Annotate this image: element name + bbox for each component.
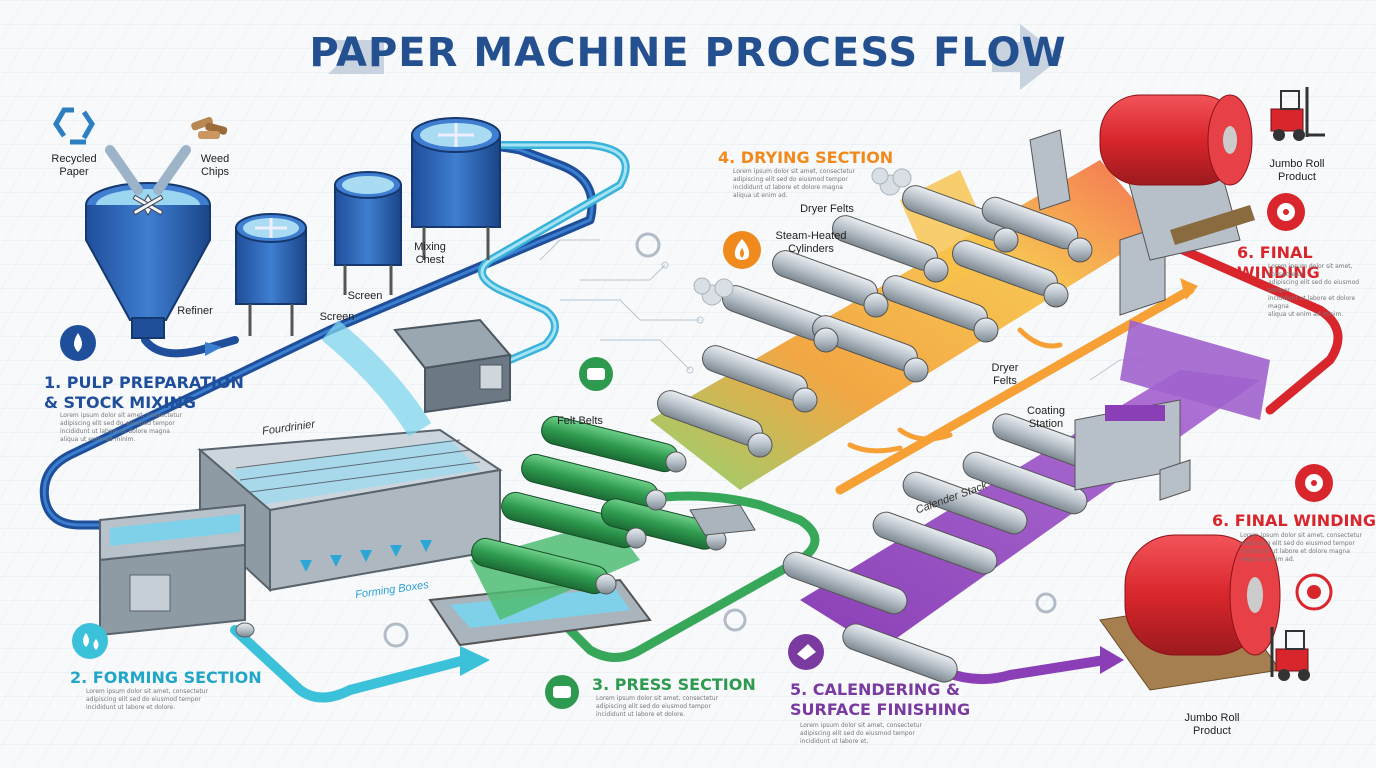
step-6-title-top: 6. FINAL WINDING — [1237, 243, 1320, 282]
step-1-description: Lorem ipsum dolor sit amet, consectetur … — [60, 412, 183, 443]
step-2-description: Lorem ipsum dolor sit amet, consectetur … — [86, 688, 209, 711]
pulper-hopper — [85, 145, 211, 339]
flame-icon — [723, 231, 761, 269]
label-dryer-felts-bottom: Dryer Felts — [991, 362, 1019, 387]
title-arrow-right — [992, 24, 1062, 90]
circuit-lines — [539, 239, 1250, 621]
jumbo-roll-bottom — [1099, 534, 1281, 691]
screen-tank-2 — [334, 171, 402, 295]
flow-arrowhead — [460, 646, 490, 676]
recycle-icon — [53, 107, 95, 145]
fourdrinier-wire — [99, 320, 503, 638]
label-screen-2: Screen — [347, 290, 383, 302]
mixing-chest-tank — [411, 117, 501, 260]
flow-arrowhead — [205, 342, 222, 356]
drying-section — [650, 129, 1166, 490]
page-title: PAPER MACHINE PROCESS FLOW — [309, 30, 1067, 76]
label-steam-cylinders: Steam-Heated Cylinders — [775, 230, 847, 255]
gear-icon — [383, 232, 1057, 648]
headbox — [393, 318, 512, 414]
wood-chips-icon — [191, 116, 228, 139]
label-refiner: Refiner — [177, 305, 213, 317]
step-4-title: 4. DRYING SECTION — [718, 148, 894, 167]
felt-icon — [579, 357, 613, 391]
press-section — [428, 415, 756, 647]
label-recycled-paper: Recycled Paper — [51, 153, 97, 178]
label-coating-station: Coating Station — [1027, 405, 1065, 430]
jumbo-roll-top — [1099, 94, 1255, 261]
roll-icon — [1295, 464, 1333, 502]
step-1-title: 1. PULP PREPARATION & STOCK MIXING — [44, 373, 244, 412]
label-mixing-chest: Mixing Chest — [414, 241, 446, 266]
step-6-description-top: Lorem ipsum dolor sit amet, consectetur … — [1268, 263, 1360, 318]
step-5-title: 5. CALENDERING & SURFACE FINISHING — [790, 680, 971, 719]
step-6-description-bottom: Lorem ipsum dolor sit amet, consectetur … — [1240, 532, 1363, 563]
label-wood-chips: Weed Chips — [200, 153, 230, 178]
forklift-icon — [1270, 627, 1310, 681]
step-6-title-bottom: 6. FINAL WINDING — [1212, 511, 1376, 530]
label-dryer-felts-top: Dryer Felts — [800, 203, 854, 215]
roll-icon — [1267, 193, 1305, 231]
steam-icon — [693, 167, 912, 306]
sheet-icon — [788, 634, 824, 670]
flow-arrowhead — [1100, 646, 1124, 674]
step-2-title: 2. FORMING SECTION — [70, 668, 262, 687]
calender-section — [782, 320, 1270, 683]
label-felt-belts: Felt Belts — [557, 415, 603, 427]
screen-tank-1 — [235, 213, 307, 336]
roll-icon — [1295, 573, 1333, 611]
flow-arrowhead — [1180, 278, 1198, 300]
felt-icon — [545, 675, 579, 709]
step-5-description: Lorem ipsum dolor sit amet, consectetur … — [800, 722, 923, 745]
title-arrow-left — [328, 40, 384, 74]
label-jumbo-roll-bottom: Jumbo Roll Product — [1184, 712, 1240, 737]
forklift-icon — [1270, 87, 1325, 141]
step-3-title: 3. PRESS SECTION — [592, 675, 756, 694]
droplets-icon — [72, 623, 108, 659]
step-4-description: Lorem ipsum dolor sit amet, consectetur … — [733, 168, 856, 199]
label-screen-1: Screen — [319, 311, 355, 323]
step-3-description: Lorem ipsum dolor sit amet, consectetur … — [596, 695, 719, 718]
water-drop-icon — [60, 325, 96, 361]
label-jumbo-roll-top: Jumbo Roll Product — [1269, 158, 1325, 183]
